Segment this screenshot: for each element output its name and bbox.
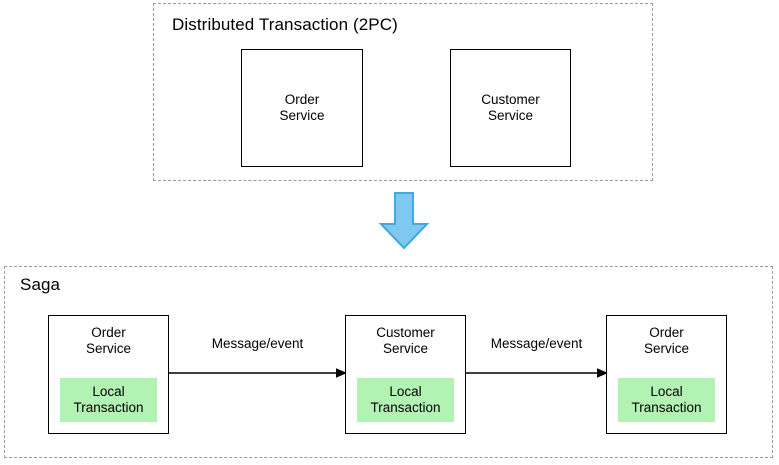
group-title-saga: Saga (20, 275, 61, 294)
local-transaction-saga-order-service-1: Local Transaction (60, 378, 157, 422)
connector-arrow-2 (466, 367, 608, 379)
service-label-saga-customer-service: Customer Service (376, 325, 435, 356)
group-title-distributed-transaction: Distributed Transaction (2PC) (172, 15, 398, 34)
service-box-customer-service-2pc[interactable] (450, 49, 571, 167)
local-transaction-saga-customer-service: Local Transaction (357, 378, 454, 422)
local-transaction-saga-order-service-2: Local Transaction (618, 378, 715, 422)
service-label-customer-service-2pc: Customer Service (481, 92, 540, 123)
service-box-order-service-2pc[interactable] (241, 49, 363, 167)
connector-arrow-1 (169, 367, 347, 379)
service-label-order-service-2pc: Order Service (279, 92, 325, 123)
service-label-saga-order-service-2: Order Service (643, 325, 689, 356)
down-arrow-icon (379, 192, 429, 250)
group-saga (4, 266, 773, 458)
connector-label-2: Message/event (490, 336, 583, 351)
group-distributed-transaction (153, 3, 653, 181)
connector-label-1: Message/event (211, 336, 304, 351)
service-label-saga-order-service-1: Order Service (85, 325, 131, 356)
